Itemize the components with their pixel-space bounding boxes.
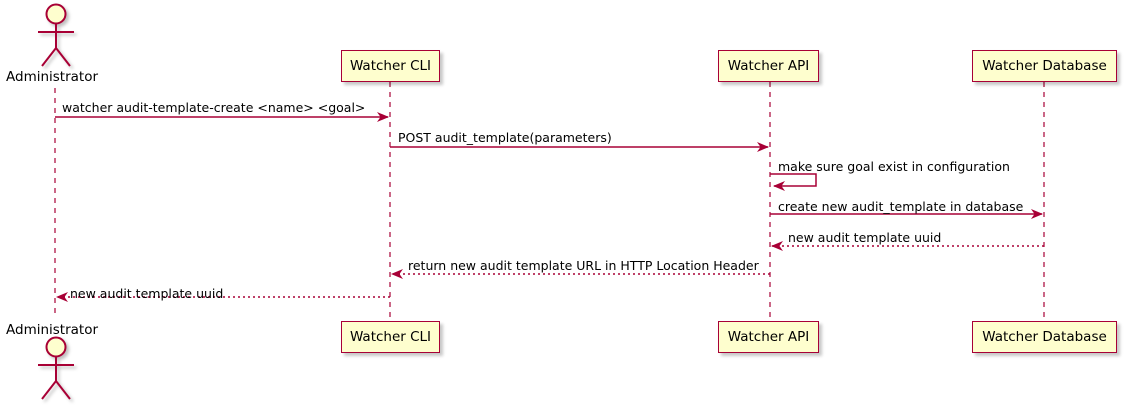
actor-label-administrator-top: Administrator [6,69,99,85]
lifelines [54,82,1045,321]
participant-box-watcher-cli-top[interactable]: Watcher CLI [341,50,440,82]
actor-administrator-top [38,3,74,67]
message-arrow-3-self [770,173,817,191]
participant-box-watcher-cli-bottom[interactable]: Watcher CLI [341,321,440,353]
actor-label-administrator-bottom: Administrator [6,322,99,338]
message-label-5: new audit template uuid [788,230,942,245]
participant-box-watcher-api-bottom[interactable]: Watcher API [718,321,819,353]
participant-label-watcher-api-bottom: Watcher API [727,329,810,345]
participant-box-watcher-database-bottom[interactable]: Watcher Database [972,321,1117,353]
participant-label-watcher-database-bottom: Watcher Database [982,329,1107,345]
message-label-1: watcher audit-template-create <name> <go… [62,100,366,115]
actor-administrator-bottom [38,336,74,400]
message-label-2: POST audit_template(parameters) [398,130,612,145]
participant-label-watcher-cli-bottom: Watcher CLI [349,329,432,345]
message-arrows [55,112,1044,302]
participant-box-watcher-database-top[interactable]: Watcher Database [972,50,1117,82]
message-label-7: new audit template uuid [70,286,224,301]
message-label-4: create new audit_template in database [778,199,1024,214]
participant-label-watcher-cli-top: Watcher CLI [349,58,432,74]
participant-label-watcher-database-top: Watcher Database [982,58,1107,74]
message-label-6: return new audit template URL in HTTP Lo… [408,258,759,273]
participant-box-watcher-api-top[interactable]: Watcher API [718,50,819,82]
message-label-3: make sure goal exist in configuration [778,159,1010,174]
participant-label-watcher-api-top: Watcher API [727,58,810,74]
